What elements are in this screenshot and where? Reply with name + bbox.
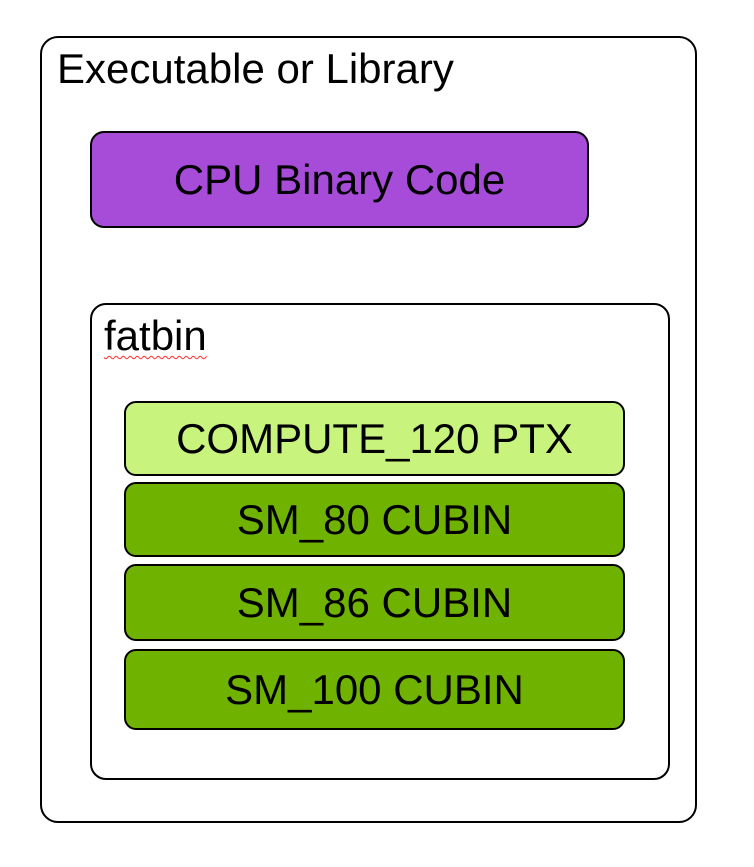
fatbin-item-sm-80-cubin: SM_80 CUBIN [124,482,625,557]
fatbin-item-label: COMPUTE_120 PTX [176,414,573,462]
executable-or-library-container: Executable or Library CPU Binary Code fa… [40,36,697,823]
fatbin-title-text: fatbin [104,312,207,359]
fatbin-item-label: SM_100 CUBIN [225,665,524,713]
fatbin-item-label: SM_86 CUBIN [236,578,513,626]
fatbin-container: fatbin COMPUTE_120 PTX SM_80 CUBIN SM_86… [90,303,670,780]
fatbin-title: fatbin [104,311,207,361]
fatbin-item-sm-86-cubin: SM_86 CUBIN [124,564,625,641]
fatbin-item-label: SM_80 CUBIN [236,495,513,543]
cpu-binary-code-label: CPU Binary Code [173,155,506,203]
fatbin-item-sm-100-cubin: SM_100 CUBIN [124,649,625,730]
container-title: Executable or Library [57,45,454,92]
fatbin-item-compute-120-ptx: COMPUTE_120 PTX [124,401,625,476]
cpu-binary-code-box: CPU Binary Code [90,131,589,228]
